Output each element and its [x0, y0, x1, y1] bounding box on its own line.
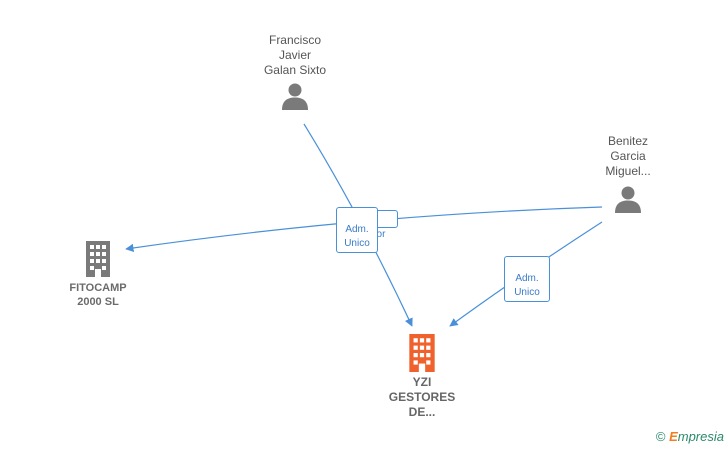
- node-benitez-garcia-miguel[interactable]: Benitez Garcia Miguel...: [584, 134, 672, 214]
- brand-name: mpresia: [677, 429, 724, 444]
- person-icon: [615, 186, 641, 213]
- node-francisco-javier-galan-sixto[interactable]: Francisco Javier Galan Sixto: [243, 33, 347, 111]
- building-icon: [86, 241, 110, 277]
- brand-logo-letter: E: [669, 429, 678, 444]
- copyright-symbol: ©: [655, 429, 666, 444]
- empresia-brand: © Empresia: [656, 429, 724, 444]
- edge-label-text: or: [376, 229, 386, 240]
- building-icon: [409, 334, 435, 372]
- node-label: YZI GESTORES DE...: [388, 375, 456, 419]
- node-yzi-gestores[interactable]: YZI GESTORES DE...: [376, 334, 468, 420]
- edge-label-text: Adm. Unico: [514, 273, 540, 298]
- node-label: Francisco Javier Galan Sixto: [263, 33, 327, 77]
- node-fitocamp-2000-sl[interactable]: FITOCAMP 2000 SL: [52, 241, 144, 309]
- person-icon: [282, 83, 308, 110]
- edge-label-text: Adm. Unico: [344, 224, 370, 249]
- node-label: Benitez Garcia Miguel...: [605, 134, 651, 178]
- edge-label-benitez-yzi[interactable]: Adm. Unico: [504, 256, 550, 302]
- edge-label-francisco-yzi[interactable]: Adm. Unico: [336, 207, 378, 253]
- node-label: FITOCAMP 2000 SL: [69, 282, 127, 308]
